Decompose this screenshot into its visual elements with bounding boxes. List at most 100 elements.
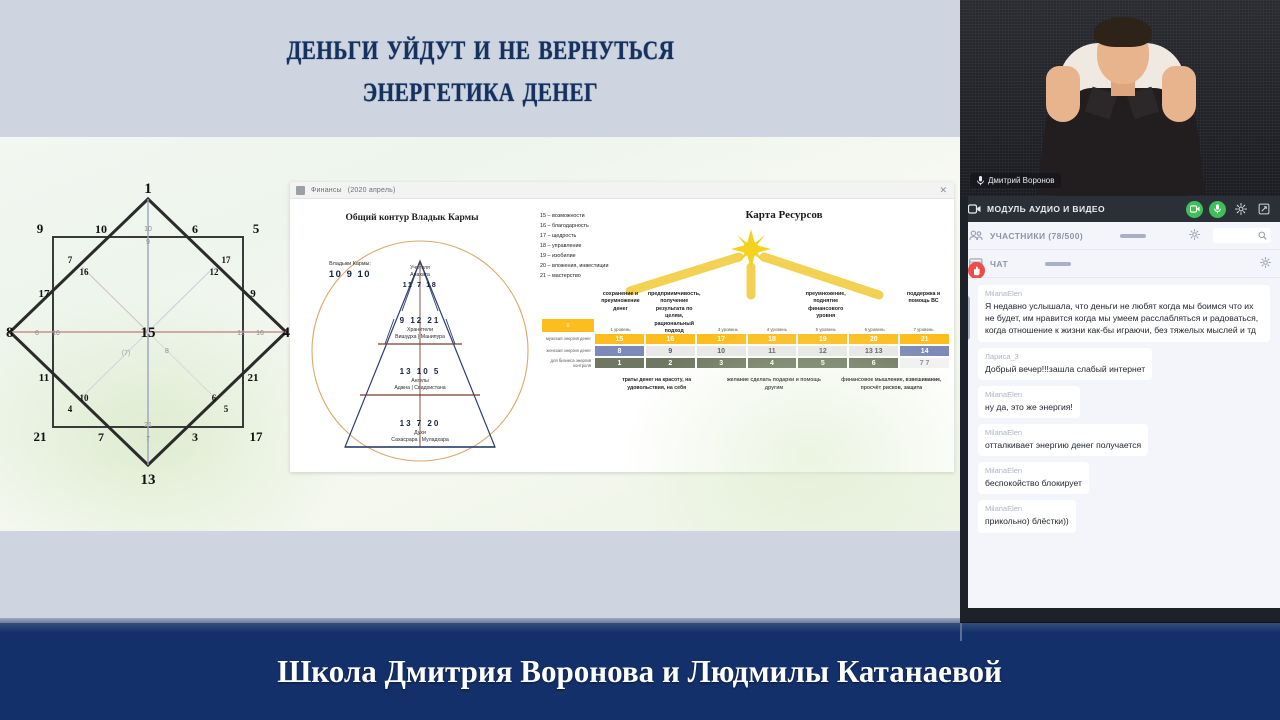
table-cell: 20	[848, 333, 900, 345]
resources-legend: 15 – возможности 16 – благодарность 17 –…	[540, 211, 624, 281]
message-text: прикольно) блёстки))	[985, 516, 1069, 527]
chat-message: MilanaElen Я недавно услышала, что деньг…	[978, 285, 1270, 342]
row-label: для бизнеса энергия контроля	[550, 357, 591, 368]
resources-corner-tag: 0	[542, 319, 594, 332]
document-tab-name: Финансы	[311, 186, 342, 194]
message-author: MilanaElen	[985, 289, 1023, 298]
table-cell: 12	[797, 345, 849, 357]
svg-text:16: 16	[52, 330, 60, 337]
hand-right	[1162, 66, 1196, 122]
resources-table: мужская энергия денег 15 16 17 18 19 20 …	[542, 333, 951, 369]
karma-level4-numbers: 13 7 20	[399, 419, 441, 428]
speaker-video[interactable]: Дмитрий Воронов	[960, 0, 1280, 196]
chat-messages-list[interactable]: › MilanaElen Я недавно услышала, что ден…	[960, 278, 1280, 608]
vladyki-label: Владыки Кармы:	[329, 261, 371, 267]
table-cell: 16	[644, 333, 696, 345]
svg-text:21: 21	[144, 422, 152, 429]
resources-map-figure: Карта Ресурсов 15 – возможности 16 – бла…	[534, 199, 954, 472]
resource-column-sub: 1 уровень	[610, 327, 631, 332]
participants-slider[interactable]	[1120, 233, 1147, 238]
svg-text:16: 16	[256, 330, 264, 337]
message-text: отталкивает энергию денег получается	[985, 440, 1142, 451]
camera-toggle-button[interactable]	[1186, 200, 1203, 218]
message-author: MilanaElen	[985, 504, 1023, 514]
title-line-1: Деньги уйдут и не вернуться	[286, 27, 674, 69]
chat-message: MilanaElen отталкивает энергию денег пол…	[978, 424, 1270, 457]
hair-shape	[1094, 17, 1152, 47]
gear-icon	[1234, 203, 1247, 215]
footer-banner: Школа Дмитрия Воронова и Людмилы Катанае…	[0, 623, 1280, 720]
participants-icon	[969, 230, 983, 240]
karma-level3-numbers: 13 10 5	[399, 367, 441, 376]
stage-lower-edge	[0, 618, 960, 623]
table-cell: 7 7	[899, 357, 951, 369]
table-cell: 6	[848, 357, 900, 369]
karma-level2-numbers: 9 12 21	[399, 316, 441, 325]
table-cell: 13 13	[848, 345, 900, 357]
karma-level2-label: Хранители	[407, 327, 433, 333]
message-author: MilanaElen	[985, 466, 1023, 476]
svg-text:5: 5	[253, 221, 260, 236]
search-input[interactable]	[1213, 228, 1271, 243]
chat-row[interactable]: ЧАТ	[960, 250, 1280, 278]
gear-icon	[1260, 256, 1271, 268]
resources-bottom-notes: траты денег на красоту, на удовольствия,…	[598, 377, 950, 392]
document-body: Общий контур Владык Кармы	[290, 199, 954, 472]
svg-text:11: 11	[39, 372, 49, 384]
audio-video-module-bar: МОДУЛЬ АУДИО И ВИДЕО	[960, 196, 1280, 279]
svg-text:9: 9	[250, 288, 256, 300]
document-titlebar: Финансы (2020 апрель) ✕	[290, 182, 954, 199]
table-cell: 10	[695, 345, 747, 357]
resource-column-text	[853, 291, 896, 325]
svg-text:12: 12	[237, 330, 245, 337]
svg-text:(7): (7)	[122, 350, 131, 357]
svg-text:1: 1	[144, 181, 152, 197]
svg-text:9: 9	[146, 239, 150, 246]
legend-item: 16 – благодарность	[540, 223, 589, 230]
chat-slider[interactable]	[1045, 261, 1072, 266]
shared-document-window: Финансы (2020 апрель) ✕ Общий контур Вла…	[290, 182, 954, 472]
participants-settings-button[interactable]	[1189, 227, 1200, 245]
svg-text:4: 4	[68, 404, 73, 414]
table-cell: 17	[695, 333, 747, 345]
svg-text:5: 5	[224, 404, 229, 414]
resource-column: предприимчивость, получение результата п…	[645, 291, 704, 342]
resource-column-text: предприимчивость, получение результата п…	[647, 291, 701, 335]
bottom-note: желание сделать подарки и помощь другим	[727, 377, 821, 391]
title-banner: Деньги уйдут и не вернуться Энергетика д…	[0, 0, 960, 137]
microphone-toggle-button[interactable]	[1209, 200, 1226, 218]
participants-row[interactable]: УЧАСТНИКИ (78/500)	[960, 222, 1280, 250]
row-label: женская энергия денег	[546, 348, 591, 354]
resource-column: 3 уровень	[703, 291, 752, 342]
raise-hand-button[interactable]	[968, 262, 985, 279]
participants-label: УЧАСТНИКИ (78/500)	[990, 230, 1084, 241]
row-label: мужская энергия денег	[546, 336, 591, 342]
message-author: MilanaElen	[985, 389, 1023, 399]
table-row: мужская энергия денег 15 16 17 18 19 20 …	[542, 333, 951, 345]
shared-screen-stage: 1 13 8 4 9 5 21 17 10 6 7 3 17 11 9 21	[0, 137, 960, 531]
svg-text:10: 10	[80, 393, 90, 403]
table-cell: 11	[746, 345, 798, 357]
settings-button[interactable]	[1232, 201, 1249, 218]
chat-settings-button[interactable]	[1260, 255, 1271, 273]
footer-text: Школа Дмитрия Воронова и Людмилы Катанае…	[277, 653, 1003, 689]
resource-column-text: поддержка и помощь ВС	[906, 291, 941, 305]
stage-lower-band	[0, 531, 960, 622]
resource-column-sub: 5 уровень	[815, 327, 836, 332]
svg-text:12: 12	[210, 267, 220, 277]
svg-text:9: 9	[37, 221, 44, 236]
svg-text:10: 10	[95, 222, 107, 236]
resources-column-captions: сохранение и преумножение денег 1 уровен…	[596, 291, 948, 342]
speaker-name-chip: Дмитрий Воронов	[970, 173, 1062, 188]
fullscreen-button[interactable]	[1255, 201, 1272, 218]
table-cell: 5	[797, 357, 849, 369]
legend-item: 19 – изобилие	[540, 253, 576, 260]
chat-message: Лариса_3 Добрый вечер!!!зашла слабый инт…	[978, 347, 1270, 380]
chat-label: ЧАТ	[990, 258, 1009, 269]
close-icon[interactable]: ✕	[939, 185, 947, 195]
resource-column: поддержка и помощь ВС 7 уровень	[899, 291, 948, 342]
gear-icon	[1189, 228, 1200, 240]
karma-title: Общий контур Владык Кармы	[345, 213, 479, 223]
svg-text:17: 17	[250, 429, 264, 444]
